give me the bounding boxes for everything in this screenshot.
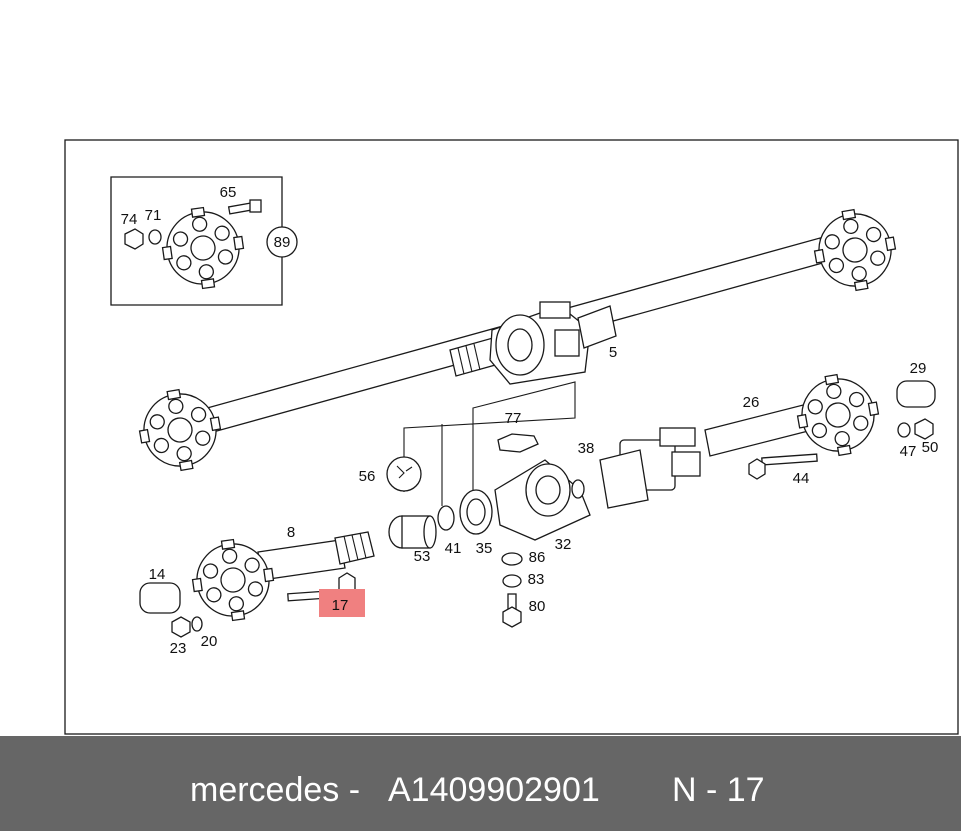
inset-box <box>110 176 298 306</box>
callout-44: 44 <box>793 470 810 487</box>
callout-23: 23 <box>170 640 187 657</box>
callout-50: 50 <box>922 439 939 456</box>
footer-position: N - 17 <box>672 771 765 809</box>
diagram-frame <box>64 139 959 735</box>
callout-77: 77 <box>505 410 522 427</box>
highlight-box <box>319 589 365 617</box>
callout-29: 29 <box>910 360 927 377</box>
callout-89: 89 <box>274 234 291 251</box>
callout-8: 8 <box>287 524 295 541</box>
callout-20: 20 <box>201 633 218 650</box>
callout-56: 56 <box>359 468 376 485</box>
center-bearing-group <box>386 381 591 628</box>
callout-65: 65 <box>220 184 237 201</box>
callout-38: 38 <box>578 440 595 457</box>
callout-41: 41 <box>445 540 462 557</box>
callout-circle-89 <box>266 226 298 258</box>
flex-disc-inset <box>157 202 249 294</box>
callout-74: 74 <box>121 211 138 228</box>
callout-47: 47 <box>900 443 917 460</box>
callout-71: 71 <box>145 207 162 224</box>
lower-right-shaft <box>599 368 936 509</box>
callout-14: 14 <box>149 566 166 583</box>
footer-part-number: A1409902901 <box>388 771 600 809</box>
upper-drive-shaft <box>133 203 902 477</box>
callout-86: 86 <box>529 549 546 566</box>
callout-5: 5 <box>609 344 617 361</box>
callout-26: 26 <box>743 394 760 411</box>
callout-83: 83 <box>528 571 545 588</box>
wrench-icon <box>386 456 422 492</box>
footer-bar <box>0 736 961 831</box>
callout-35: 35 <box>476 540 493 557</box>
callout-53: 53 <box>414 548 431 565</box>
callout-32: 32 <box>555 536 572 553</box>
footer-brand: mercedes - <box>190 771 361 809</box>
callout-80: 80 <box>529 598 546 615</box>
lower-left-shaft <box>139 531 375 638</box>
callout-17[interactable]: 17 <box>332 597 349 614</box>
